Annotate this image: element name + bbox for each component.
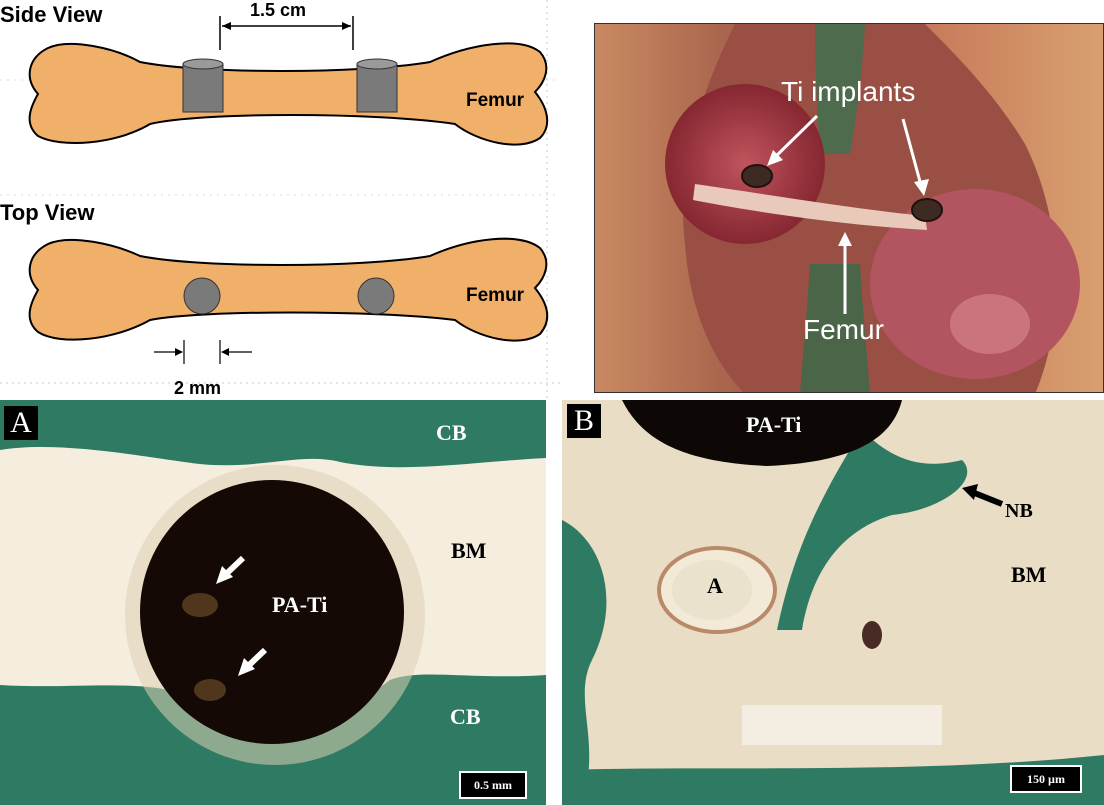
cortical-bone [562,755,1104,805]
label-bm: BM [1011,562,1047,587]
implant-side-left [182,58,224,113]
pa-ti-implant [140,480,404,744]
schematic-panel: Side View 1.5 cm Femur Top View Femur 2 … [0,0,560,400]
arrowhead [175,348,183,356]
label-pa-ti: PA-Ti [272,592,328,617]
label-bm: BM [451,538,487,563]
histology-panel-a: A CB BM PA-Ti CB 0.5 mm [0,400,546,805]
exposed-femur [693,184,927,230]
muscle-highlight [950,294,1030,354]
surgical-photo-drawing [595,24,1103,392]
panel-letter-b: B [567,404,601,438]
arrowhead [767,150,783,166]
retractor-top [815,24,865,154]
arrow-line [768,114,819,164]
muscle-left [665,84,825,244]
retractor-bottom [800,264,870,392]
arrowhead [222,22,231,30]
pa-ti-implant [622,400,902,466]
panel-letter-a: A [4,406,38,440]
scale-bar-b: 150 µm [1010,765,1082,793]
fur-left [595,24,744,392]
implant-top-right [357,277,395,315]
arrowhead [914,179,929,196]
top-view-title: Top View [0,200,95,225]
new-bone [562,520,607,805]
arrow-line [901,118,924,190]
ti-implant-right [911,198,943,222]
surgical-photo: Ti implants Femur [594,23,1104,393]
histology-panel-b: B PA-Ti NB BM A 150 µm [562,400,1104,805]
dark-spot [862,621,882,649]
side-view-title: Side View [0,2,103,27]
label-nb: NB [1005,500,1033,522]
femur-label-side: Femur [466,90,525,111]
new-bone [777,430,968,630]
diameter-label: 2 mm [174,378,222,398]
arrowhead [221,348,229,356]
histology-a-drawing [0,400,546,805]
implant-top-left [183,277,221,315]
label-pa-ti: PA-Ti [746,412,802,437]
marrow-highlight [742,705,942,745]
femur-top-view [28,237,549,342]
label-cb-top: CB [436,420,467,445]
schematic-drawing [0,0,560,400]
arrowhead [238,658,255,676]
femur-side-view [28,42,549,146]
scale-bar-a: 0.5 mm [459,771,527,799]
photo-femur-label: Femur [803,314,884,345]
arrowhead [838,232,852,246]
ingrowth-spot [194,679,226,701]
ingrowth-spot [182,593,218,617]
ti-implant-left [741,164,773,188]
femur-label-top: Femur [466,285,525,306]
arrowhead [342,22,351,30]
spacing-label: 1.5 cm [250,0,307,20]
arrow-line [970,489,1004,507]
label-cb-bottom: CB [450,704,481,729]
artery-lumen [672,560,752,620]
label-a: A [707,573,723,598]
implant-side-right [356,58,398,113]
ti-implants-label: Ti implants [781,76,916,107]
panel-divider [546,400,562,805]
histology-b-drawing [562,400,1104,805]
arrowhead [216,566,233,584]
arrowhead [962,484,978,500]
